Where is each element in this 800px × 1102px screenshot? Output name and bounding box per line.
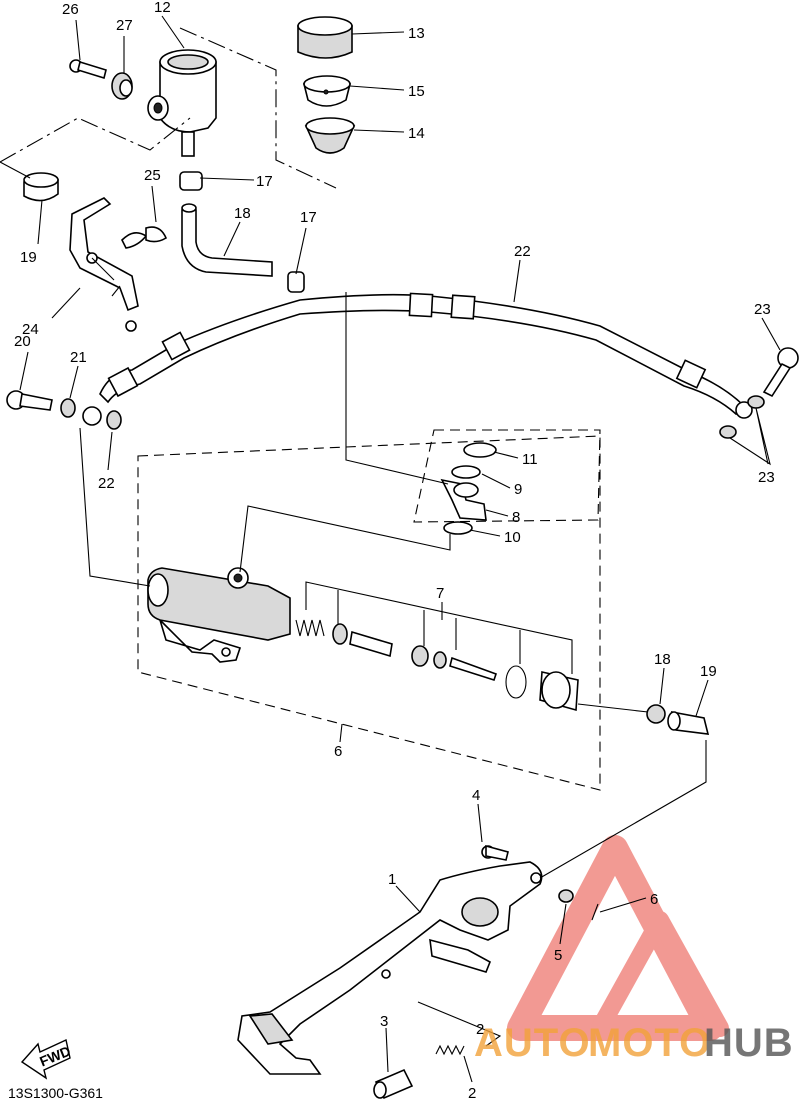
callout-17-top: 17 [256,173,273,190]
fwd-arrow: FWD [20,1039,73,1080]
callout-12: 11 [522,451,538,468]
callout-11: 10 [504,529,521,546]
union-bolts-washers [6,347,799,439]
watermark-text: AUTO MOTO HUB [474,1021,794,1065]
master-cylinder-kit [137,429,601,791]
callout-17-lower: 17 [300,209,317,226]
callout-26: 23 [758,469,775,486]
callout-29: 26 [62,1,79,18]
callout-1: 1 [388,871,396,888]
callout-13: 12 [154,0,171,16]
callout-5: 5 [554,947,562,964]
watermark-moto: MOTO [588,1021,711,1065]
callout-19: 19 [700,663,717,680]
bracket-assembly [23,172,168,332]
callout-23-top: 21 [70,349,87,366]
callout-20: 18 [654,651,671,668]
callout-3: 3 [380,1013,388,1030]
callout-7: 6 [334,743,342,760]
callout-9: 8 [512,509,520,526]
brake-hose [82,292,753,426]
brake-pedal-assembly [237,844,599,1100]
callout-2-lower: 2 [468,1085,476,1102]
watermark-hub: HUB [704,1021,794,1065]
callout-14: 13 [408,25,425,42]
callout-22: 20 [14,333,31,350]
callout-21: 19 [20,249,37,266]
callout-27: 24 [22,321,39,338]
callout-6: 6 [650,891,658,908]
callout-labels: 26 27 12 13 15 14 17 25 18 17 19 22 24 2… [14,0,775,1102]
watermark-auto: AUTO [474,1021,591,1065]
watermark-logo [507,835,729,1041]
callout-16: 15 [408,83,425,100]
diagram-code: 13S1300-G361 [8,1085,103,1101]
reference-lines [0,27,707,879]
callout-23-lower: 22 [98,475,115,492]
callout-15: 14 [408,125,425,142]
callout-28: 25 [144,167,161,184]
callout-25: 23 [754,301,771,318]
callout-4: 4 [472,787,480,804]
pushrod-parts [646,704,710,735]
callout-10: 9 [514,481,522,498]
callout-18: 18 [234,205,251,222]
callout-2-upper: 2 [476,1021,484,1038]
callout-leaders [19,15,781,1083]
reservoir-assembly [69,16,356,293]
callout-30: 27 [116,17,133,34]
callout-8: 7 [436,585,444,602]
callout-24: 22 [514,243,531,260]
